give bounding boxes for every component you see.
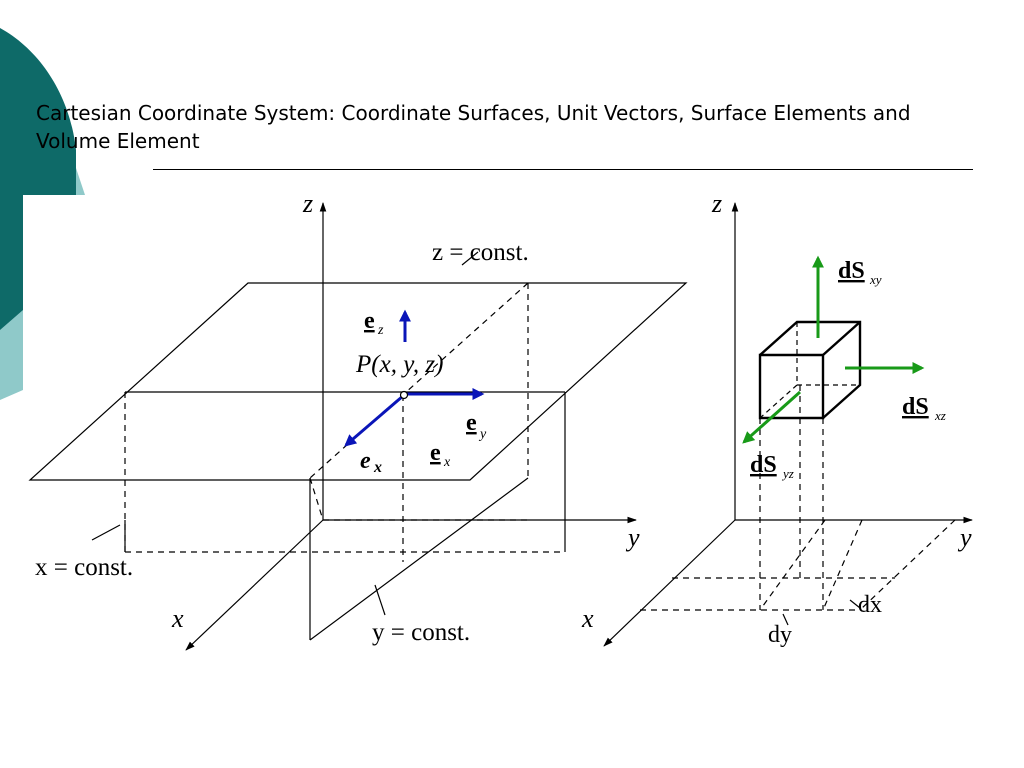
unit-vector-ey-base: e: [466, 410, 477, 436]
right-axis-z-label: z: [711, 189, 722, 218]
title-divider: [153, 169, 973, 170]
unit-vector-ey-sub: y: [478, 427, 487, 442]
unit-vector-ex-bold-sub: x: [373, 459, 382, 476]
dSyz-base: dS: [750, 452, 777, 478]
unit-vector-ex-bold-base: e: [360, 448, 371, 474]
plane-y-const-label: y = const.: [372, 619, 470, 646]
plane-z-const-label: z = const.: [432, 239, 529, 266]
left-unit-vectors: [344, 309, 485, 447]
right-axis-x-label: x: [581, 604, 594, 633]
dSyz-sub: yz: [781, 466, 794, 481]
unit-vector-ex-arrow: [344, 394, 404, 447]
right-x-axis: [603, 519, 736, 647]
right-diagram: [603, 202, 973, 647]
unit-vector-ex-sub: x: [443, 455, 451, 470]
left-axis-x-label: x: [171, 604, 184, 633]
right-axis-y-label: y: [957, 523, 972, 552]
plane-x-const-label: x = const.: [35, 554, 133, 581]
left-axis-y-label: y: [625, 523, 640, 552]
right-surface-vectors: [742, 255, 925, 444]
unit-vector-ez-base: e: [364, 308, 375, 334]
dSxy-sub: xy: [869, 272, 882, 287]
plane-z-const: [28, 282, 688, 481]
point-P: [399, 390, 409, 400]
dy-label: dy: [768, 622, 792, 648]
surface-vector-dSyz-arrow: [742, 390, 801, 444]
dSxz-base: dS: [902, 394, 929, 420]
volume-element-cube: [758, 320, 862, 420]
left-x-axis: [185, 519, 324, 651]
unit-vector-ex-base: e: [430, 440, 441, 466]
point-P-label: P(x, y, z): [355, 351, 443, 378]
left-axis-z-label: z: [302, 189, 313, 218]
left-diagram: [28, 202, 688, 651]
teal-dark-shape: [0, 28, 76, 330]
slide-decoration: [0, 28, 85, 400]
dx-label: dx: [858, 592, 882, 618]
slide-title: Cartesian Coordinate System: Coordinate …: [36, 101, 911, 153]
dSxy-base: dS: [838, 258, 865, 284]
dSxz-sub: xz: [934, 408, 946, 423]
unit-vector-ez-sub: z: [377, 323, 384, 338]
